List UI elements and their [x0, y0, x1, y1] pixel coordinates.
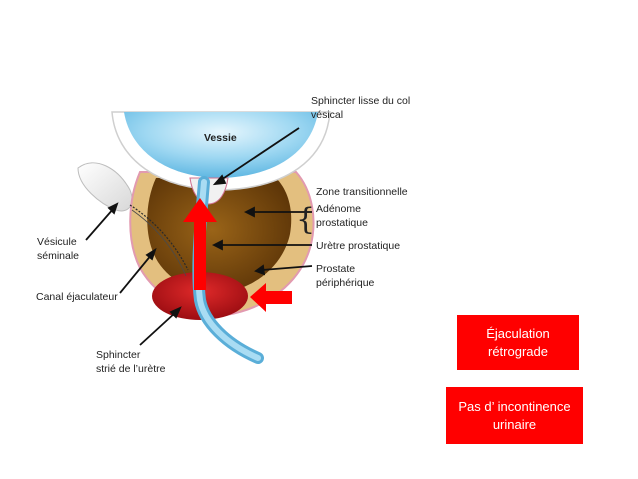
- callout-incontinence-line2: urinaire: [492, 416, 537, 432]
- callout-ejaculation-line2: rétrograde: [488, 343, 548, 359]
- callout-incontinence-line1: Pas d’ incontinence: [458, 398, 571, 414]
- callout-ejaculation-line1: Éjaculation: [486, 325, 550, 341]
- label-sphincter-lisse-1: Sphincter lisse du col: [311, 95, 410, 107]
- label-sphincter-strie-2: strié de l’urètre: [96, 363, 166, 375]
- label-vessie: Vessie: [204, 132, 237, 144]
- label-uretre-prostatique: Urètre prostatique: [316, 240, 400, 252]
- label-prostate-2: périphérique: [316, 277, 375, 289]
- callout-ejaculation-retrograde: Éjaculation rétrograde: [457, 315, 579, 370]
- ejaculatory-duct: [129, 204, 189, 271]
- label-sphincter-strie-1: Sphincter: [96, 349, 141, 361]
- brace: {: [296, 202, 315, 237]
- retrograde-arrow: [183, 198, 217, 290]
- adenoma-shape: [147, 178, 292, 293]
- label-prostate-1: Prostate: [316, 263, 355, 275]
- label-zone-transitionnelle: Zone transitionnelle: [316, 186, 408, 198]
- callout-pas-incontinence: Pas d’ incontinence urinaire: [446, 387, 583, 444]
- ejaculatory-duct-2: [131, 209, 187, 277]
- seminal-vesicle-shape: [77, 162, 133, 212]
- red-left-arrow: [250, 283, 292, 312]
- label-canal-ejaculateur: Canal éjaculateur: [36, 291, 118, 303]
- label-vesicule-2: séminale: [37, 250, 79, 262]
- label-sphincter-lisse-2: vésical: [311, 109, 343, 121]
- label-adenome-1: Adénome: [316, 203, 361, 215]
- label-vesicule-1: Vésicule: [37, 236, 77, 248]
- bladder-shape: [124, 112, 318, 178]
- label-adenome-2: prostatique: [316, 217, 368, 229]
- pointer-lines: [85, 127, 313, 346]
